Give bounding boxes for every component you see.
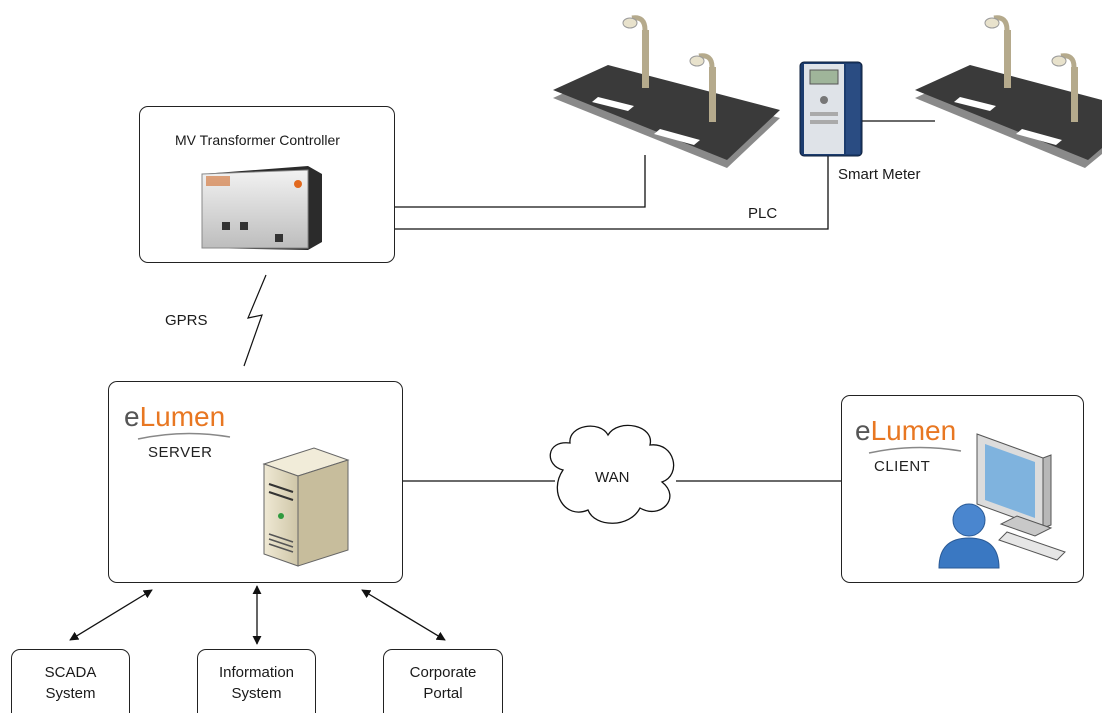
street-light-icon: [689, 53, 716, 122]
information-system-label: Information System: [197, 662, 316, 704]
client-workstation-icon: [938, 433, 1066, 569]
elumen-logo-client: eLumen: [855, 417, 956, 445]
computer-monitor-icon: [976, 433, 1066, 561]
road-icon: [553, 65, 780, 168]
server-tower-icon: [262, 447, 350, 567]
client-label: CLIENT: [874, 458, 931, 475]
user-icon: [938, 503, 1000, 569]
lightning-bolt-icon: [243, 274, 267, 367]
scada-system-label: SCADA System: [11, 662, 130, 704]
smart-meter-icon: [799, 61, 863, 157]
transformer-title: MV Transformer Controller: [175, 132, 340, 148]
logo-swoosh-icon: [137, 432, 231, 440]
portal-line1: Corporate: [409, 664, 477, 681]
transformer-controller-icon: [201, 166, 322, 250]
elumen-logo-server: eLumen: [124, 403, 225, 431]
server-label: SERVER: [148, 444, 213, 461]
logo-swoosh-icon: [868, 446, 962, 454]
link-controller-road: [318, 155, 646, 208]
server-box: [108, 381, 403, 583]
information-system-box: [197, 649, 316, 713]
scada-line1: SCADA: [44, 664, 97, 681]
street-light-icon: [622, 15, 649, 88]
logo-lumen: Lumen: [870, 415, 957, 446]
logo-lumen: Lumen: [139, 401, 226, 432]
arrow-server-portal: [361, 589, 446, 641]
plc-line: [318, 155, 829, 230]
arrow-server-scada: [69, 589, 153, 641]
scada-system-box: [11, 649, 130, 713]
smart-meter-label: Smart Meter: [838, 166, 921, 183]
info-line1: Information: [218, 664, 295, 681]
info-line2: System: [231, 685, 282, 702]
scada-line2: System: [45, 685, 96, 702]
logo-e: e: [124, 401, 140, 432]
plc-label: PLC: [748, 205, 778, 222]
connection-lines: [69, 120, 935, 645]
street-light-icon: [984, 15, 1011, 88]
cloud-icon: [549, 424, 675, 524]
gprs-label: GPRS: [165, 312, 208, 329]
road-icon: [915, 65, 1102, 168]
logo-e: e: [855, 415, 871, 446]
street-light-icon: [1051, 53, 1078, 122]
portal-line2: Portal: [423, 685, 463, 702]
corporate-portal-box: [383, 649, 503, 713]
wan-label: WAN: [595, 469, 630, 486]
corporate-portal-label: Corporate Portal: [383, 662, 503, 704]
